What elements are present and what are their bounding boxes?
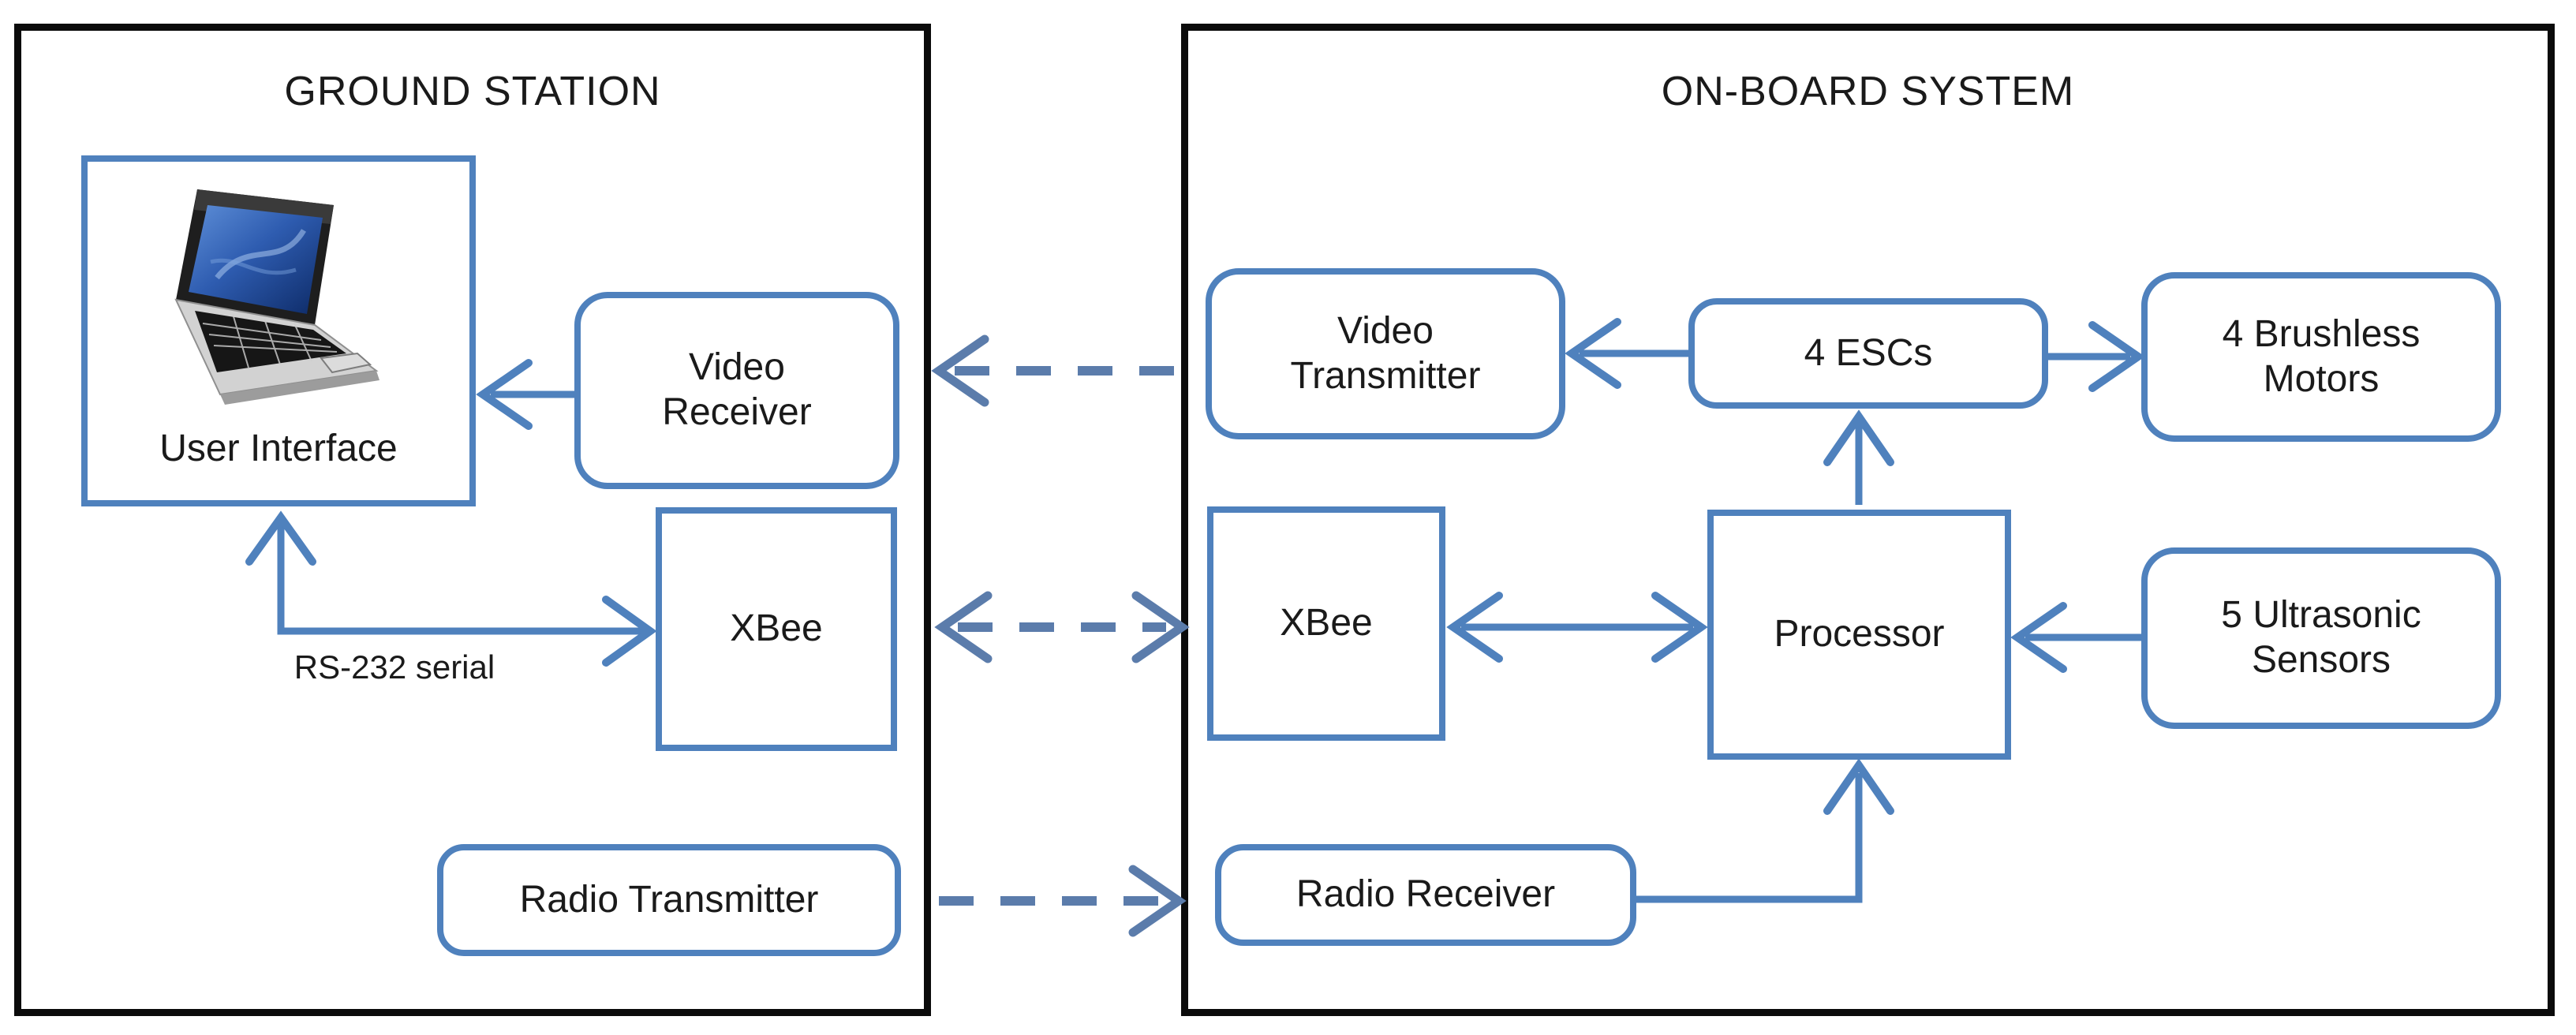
video-transmitter-label: Video Transmitter <box>1290 309 1481 397</box>
laptop-image <box>138 175 422 420</box>
dashed-arrow-video-link <box>931 334 1174 407</box>
user-interface-label: User Interface <box>159 428 398 470</box>
onboard-system-title: ON-BOARD SYSTEM <box>1661 69 2075 114</box>
ground-station-title: GROUND STATION <box>284 69 661 114</box>
escs-label: 4 ESCs <box>1804 331 1933 374</box>
radio-receiver-label: Radio Receiver <box>1295 873 1556 916</box>
video-receiver-label: Video Receiver <box>662 346 812 433</box>
radio-receiver-box: Radio Receiver <box>1215 844 1636 946</box>
brushless-motors-box: 4 Brushless Motors <box>2141 272 2501 442</box>
xbee-onboard-label: XBee <box>1280 602 1373 645</box>
video-receiver-box: Video Receiver <box>574 292 899 489</box>
xbee-ground-box: XBee <box>656 507 897 751</box>
brushless-motors-label: 4 Brushless Motors <box>2222 312 2421 400</box>
xbee-ground-label: XBee <box>730 607 823 650</box>
ultrasonic-sensors-box: 5 Ultrasonic Sensors <box>2141 547 2501 729</box>
processor-box: Processor <box>1707 510 2011 760</box>
video-transmitter-box: Video Transmitter <box>1206 268 1565 439</box>
ultrasonic-sensors-label: 5 Ultrasonic Sensors <box>2221 594 2421 681</box>
xbee-onboard-box: XBee <box>1207 506 1445 741</box>
rs232-serial-label: RS-232 serial <box>293 648 495 686</box>
dashed-arrow-xbee-link <box>934 591 1190 663</box>
escs-box: 4 ESCs <box>1688 298 2048 409</box>
dashed-arrow-radio-link <box>939 865 1187 937</box>
radio-transmitter-label: Radio Transmitter <box>519 878 819 921</box>
processor-label: Processor <box>1774 613 1945 656</box>
radio-transmitter-box: Radio Transmitter <box>437 844 901 956</box>
